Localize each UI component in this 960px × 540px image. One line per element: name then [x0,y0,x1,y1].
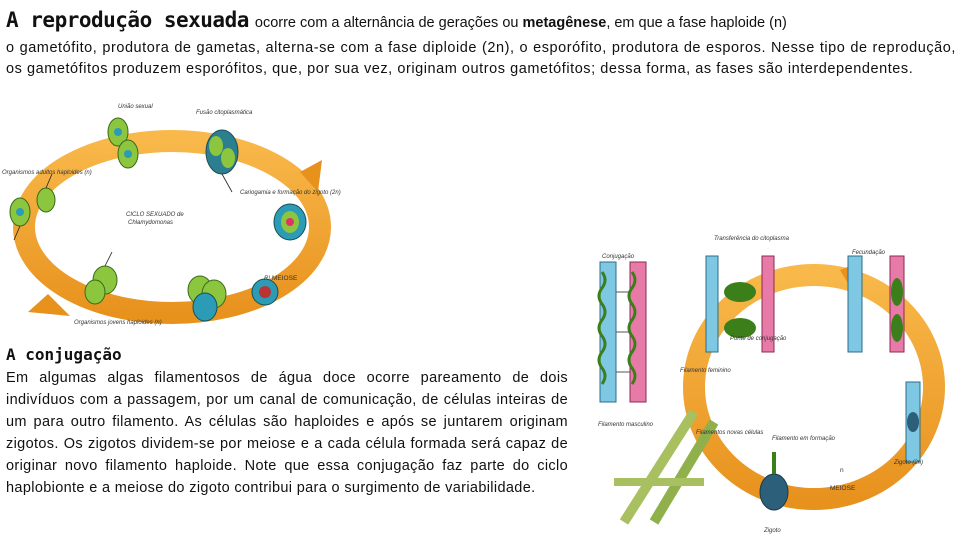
paired-filaments [597,261,647,403]
cell-young [187,275,227,322]
label-masculino: Filamento masculino [598,422,654,428]
zygote-bottom [759,452,789,511]
fecundation-filaments [847,255,905,353]
label-transferencia: Transferência do citoplasma [714,236,790,242]
label-uniao: União sexual [118,104,153,110]
label-fecundacao: Fecundação [852,250,886,256]
chlamydomonas-cycle-figure: União sexual Fusão citoplasmática Organi… [0,102,345,342]
label-meiose: MEIOSE [272,275,298,282]
label-n: n [840,467,844,474]
cell-union [107,117,139,169]
label-r: R! [264,276,270,282]
label-conjugacao: Conjugação [602,254,635,260]
label-novas: Filamentos novas células [696,430,763,436]
cell-adult-left [9,173,56,241]
transfer-filaments [705,255,775,353]
label-zigoto: Zigoto [763,528,781,534]
label-fusao: Fusão citoplasmática [196,110,253,116]
cell-meiosis [251,278,279,306]
new-cell-filaments [614,409,719,525]
label-formacao: Filamento em formação [772,436,836,442]
label-ciclo: CICLO SEXUADO de [126,212,184,218]
cell-young-2 [84,251,118,305]
conjugation-figure: Conjugação Transferência do citoplasma F… [594,232,960,538]
intro-paragraph: o gametófito, produtora de gametas, alte… [6,40,956,77]
cell-fusion [205,129,239,193]
title-line: A reprodução sexuada ocorre com a alternâ… [6,8,787,32]
page-title: A reprodução sexuada [6,8,249,32]
section-title: A conjugação [6,345,122,364]
label-jovens: Organismos jovens haploides (n) [74,320,162,326]
label-feminino: Filamento feminino [680,368,731,374]
label-zigoto-2n: Zigoto (2n) [893,460,923,466]
metagenese-term: metagênese [522,15,607,31]
cell-zygote [273,203,307,241]
section-paragraph: Em algumas algas filamentosos de água do… [6,370,568,496]
label-meiose-2: MEIOSE [830,485,856,492]
label-cariogamia: Cariogamia e formação do zigoto (2n) [240,190,341,196]
title-continuation: ocorre com a alternância de gerações ou … [254,15,787,31]
label-organismos: Organismos adultos haploides (n) [2,170,92,176]
label-ponte: Ponte de conjugação [730,336,787,342]
zygote-2n-filament [905,381,921,463]
conjugation-arrow-ring [683,264,945,510]
cycle-arrow-head [28,294,70,316]
label-ciclo-species: Chlamydomonas [128,220,173,226]
cycle-arrow-ring [13,130,331,324]
